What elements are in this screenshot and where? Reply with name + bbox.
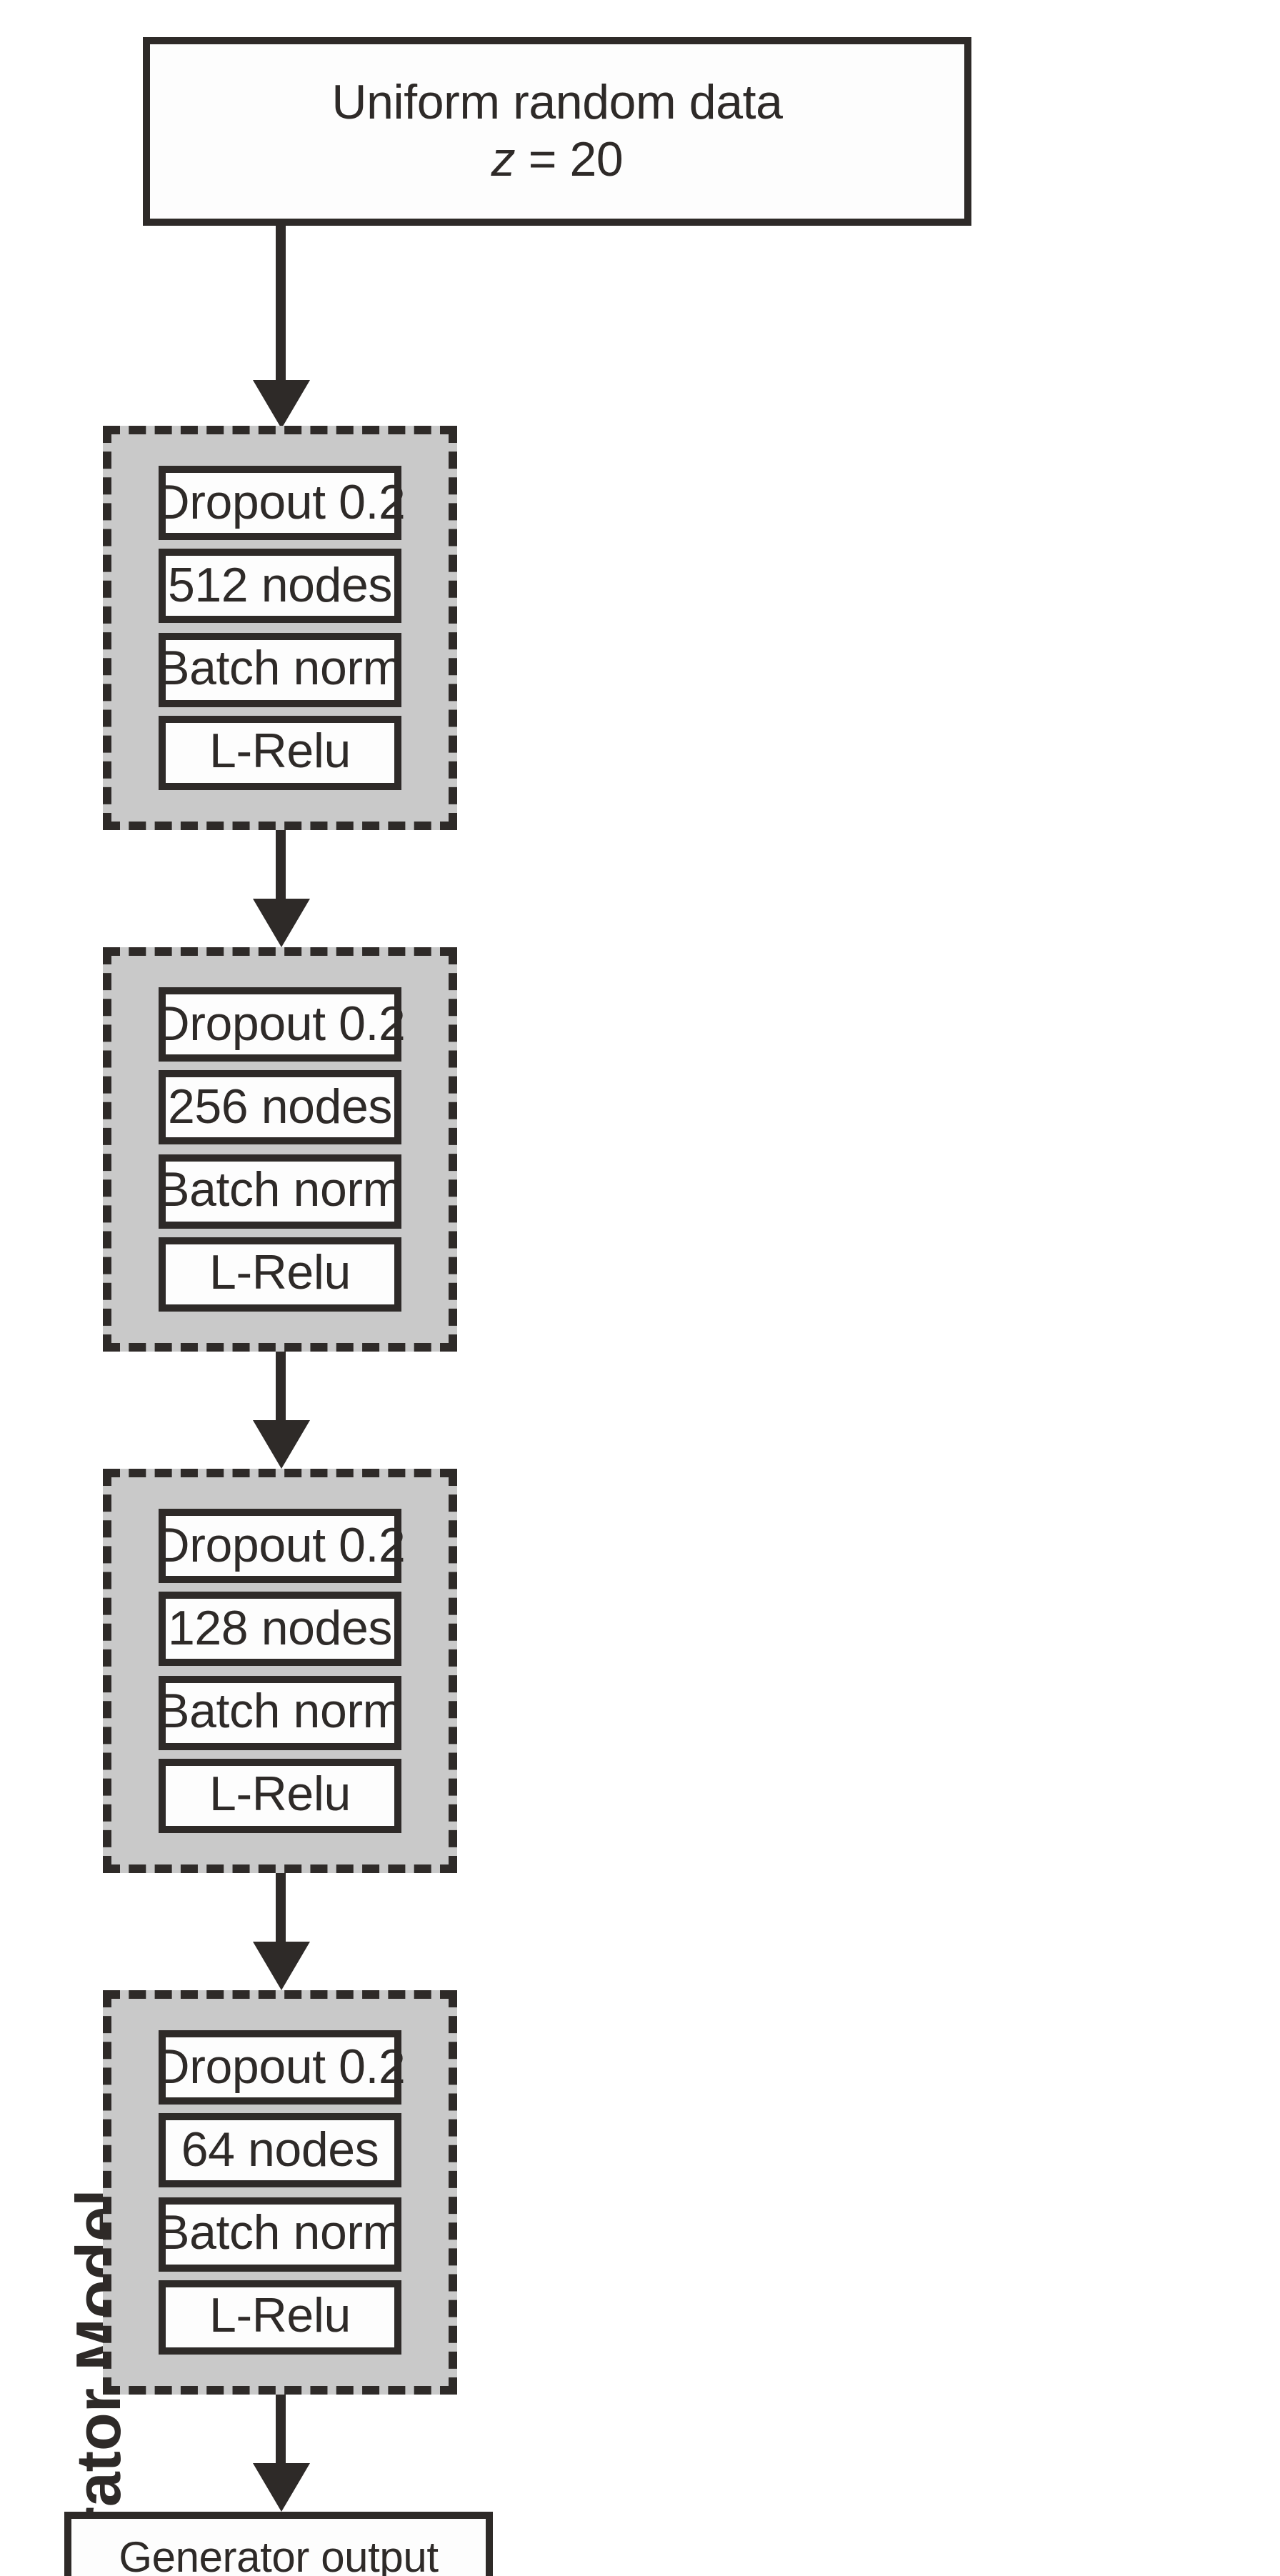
latent-variable-value: = 20 — [515, 133, 624, 187]
generator-layer-block-4: Dropout 0.2 64 nodes Batch norm L-Relu — [103, 1990, 457, 2395]
generator-output-box: Generator output (Synthetic data) — [64, 2512, 493, 2576]
generator-arrow-4-head — [253, 2463, 310, 2512]
generator-layer-block-3: Dropout 0.2 128 nodes Batch norm L-Relu — [103, 1469, 457, 1873]
generator-arrow-2-shaft — [276, 1352, 286, 1432]
generator-input-box: Uniform random data z = 20 — [143, 37, 971, 226]
generator-arrow-0-head — [253, 380, 310, 429]
layer-cell: 64 nodes — [159, 2113, 401, 2188]
layer-cell: Dropout 0.2 — [155, 987, 406, 1062]
layer-cell: L-Relu — [159, 1237, 401, 1312]
generator-input-line2: z = 20 — [491, 131, 624, 189]
layer-cell: 512 nodes — [159, 549, 401, 624]
layer-cell: L-Relu — [159, 1758, 401, 1833]
layer-cell: Dropout 0.2 — [155, 466, 406, 541]
layer-cell: Batch norm — [157, 1154, 403, 1229]
layer-cell: 128 nodes — [159, 1592, 401, 1667]
layer-cell: L-Relu — [159, 715, 401, 790]
layer-cell: Dropout 0.2 — [155, 2030, 406, 2105]
generator-arrow-4-shaft — [276, 2395, 286, 2475]
layer-cell: L-Relu — [159, 2280, 401, 2355]
generator-arrow-1-head — [253, 899, 310, 947]
layer-cell: Batch norm — [157, 632, 403, 707]
generator-arrow-3-shaft — [276, 1873, 286, 1953]
layer-cell: Batch norm — [157, 2197, 403, 2272]
generator-input-line1: Uniform random data — [331, 75, 783, 130]
generator-output-line1: Generator output — [119, 2534, 439, 2576]
latent-variable-symbol: z — [491, 133, 516, 187]
layer-cell: Dropout 0.2 — [155, 1509, 406, 1584]
generator-arrow-0-shaft — [276, 226, 286, 391]
generator-arrow-1-shaft — [276, 830, 286, 910]
generator-arrow-3-head — [253, 1942, 310, 1990]
layer-cell: Batch norm — [157, 1675, 403, 1750]
generator-layer-block-2: Dropout 0.2 256 nodes Batch norm L-Relu — [103, 947, 457, 1352]
generator-layer-block-1: Dropout 0.2 512 nodes Batch norm L-Relu — [103, 426, 457, 830]
generator-arrow-2-head — [253, 1420, 310, 1469]
layer-cell: 256 nodes — [159, 1070, 401, 1145]
